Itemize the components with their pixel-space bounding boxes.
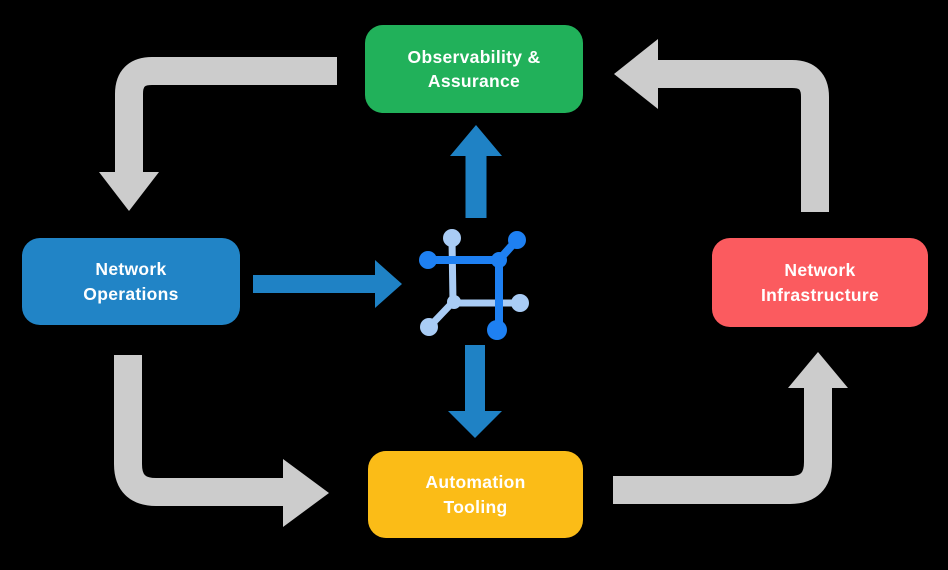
flow-arrow-automation-to-infrastructure [613,352,848,504]
node-network-infrastructure: Network Infrastructure [712,238,928,327]
network-mesh-icon [419,229,529,340]
link-arrowhead-down [448,411,502,438]
flow-arrowhead-left [614,39,658,109]
flow-arrow-shaft [115,57,337,173]
node-label-line2: Assurance [427,71,521,91]
flow-arrow-infrastructure-to-observability [614,39,829,212]
link-arrow-operations-to-icon [253,260,402,308]
network-mesh-icon-secondary-nodes [420,229,529,336]
flow-arrowhead-up [788,352,848,388]
flow-arrow-operations-to-automation [114,355,329,527]
flow-arrowhead-down [99,172,159,211]
flow-arrow-observability-to-operations [99,57,337,211]
node-label-line2: Infrastructure [761,284,879,305]
link-arrowhead-up [450,125,502,156]
flow-arrowhead-right [283,459,329,527]
link-arrow-icon-to-observability [450,125,502,218]
node-label-line1: Network [784,260,856,281]
flow-arrow-shaft [114,355,284,506]
node-label-line1: Network [95,259,167,280]
node-automation-tooling: Automation Tooling [368,451,583,538]
node-observability-assurance: Observability & Assurance [365,25,583,113]
flow-arrow-shaft [657,60,829,212]
node-label-line2: Operations [83,283,179,304]
link-arrow-icon-to-automation [448,345,502,438]
node-network-operations: Network Operations [22,238,240,325]
node-label-line1: Automation [425,472,526,493]
node-label-line1: Observability & [407,46,541,67]
node-label-line2: Tooling [443,496,508,517]
link-arrowhead-right [375,260,402,308]
network-mesh-icon-primary-nodes [419,231,526,340]
flow-arrow-shaft [613,388,832,504]
